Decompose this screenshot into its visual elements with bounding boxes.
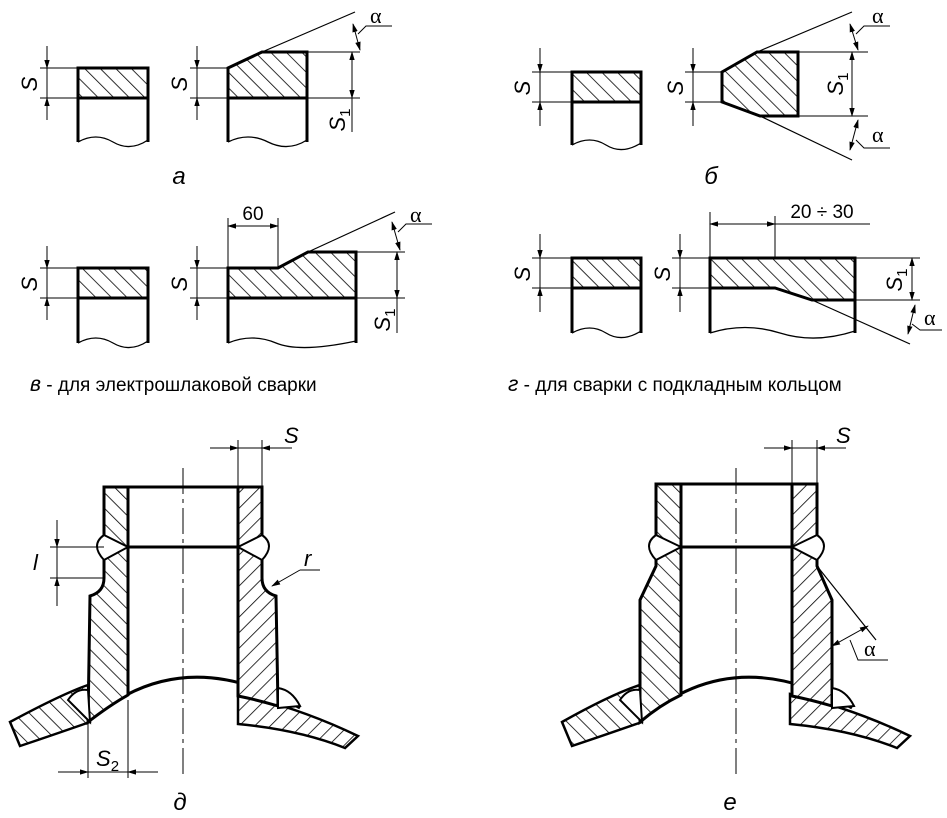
panel-label-d: д: [173, 789, 186, 816]
label-alpha-b2: α: [872, 122, 884, 147]
label-dim-60: 60: [242, 204, 263, 225]
label-s-a2: S: [167, 76, 192, 91]
panel-v: [40, 211, 432, 349]
label-alpha-e: α: [864, 636, 876, 661]
caption-g: г - для сварки с подкладным кольцом: [508, 373, 842, 396]
label-l: l: [33, 550, 39, 575]
label-alpha-b1: α: [872, 3, 884, 28]
panel-e: [560, 440, 913, 778]
label-s-v2: S: [167, 276, 192, 291]
label-s1-b: S1: [823, 72, 852, 95]
label-s1-a: S1: [325, 108, 354, 131]
panel-d: [8, 440, 361, 778]
label-s-a1: S: [17, 76, 42, 91]
label-r: r: [304, 546, 313, 571]
panel-a: [40, 11, 392, 148]
panel-label-e: е: [723, 789, 736, 816]
label-s-b1: S: [510, 80, 535, 95]
label-s-g1: S: [510, 266, 535, 281]
caption-v: в - для электрошлаковой сварки: [30, 373, 317, 396]
label-s-d: S: [284, 423, 299, 448]
panel-b: [532, 11, 890, 161]
label-alpha-a: α: [370, 3, 382, 28]
label-alpha-v: α: [410, 202, 422, 227]
label-dim-20-30: 20 ÷ 30: [790, 202, 853, 223]
panel-label-b: б: [704, 163, 719, 190]
panel-label-a: а: [172, 163, 185, 190]
label-s-e: S: [836, 423, 851, 448]
label-s2: S2: [96, 746, 119, 775]
panel-g: [532, 212, 942, 345]
label-alpha-g: α: [924, 305, 936, 330]
label-s-b2: S: [663, 80, 688, 95]
label-s-g2: S: [650, 266, 675, 281]
label-s1-v: S1: [370, 308, 399, 331]
label-s-v1: S: [17, 276, 42, 291]
label-s1-g: S1: [882, 268, 911, 291]
